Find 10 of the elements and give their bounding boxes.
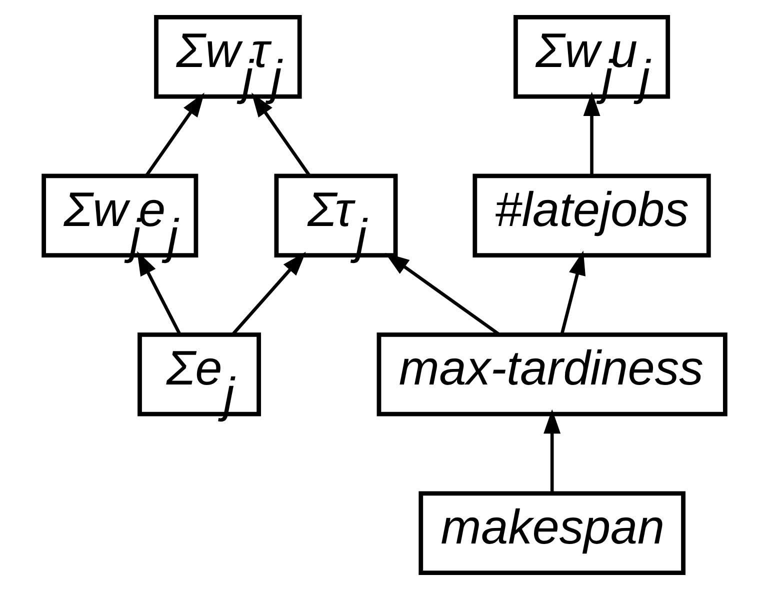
arrow (560, 250, 586, 334)
node-box: max-tardiness (376, 332, 728, 416)
arrow (137, 251, 182, 335)
arrow (544, 409, 561, 493)
arrow (145, 92, 204, 176)
arrow (232, 252, 306, 336)
node-box: makespan (418, 491, 686, 576)
arrow (251, 92, 311, 176)
node-box: #latejobs (472, 174, 711, 258)
arrow (583, 92, 600, 176)
